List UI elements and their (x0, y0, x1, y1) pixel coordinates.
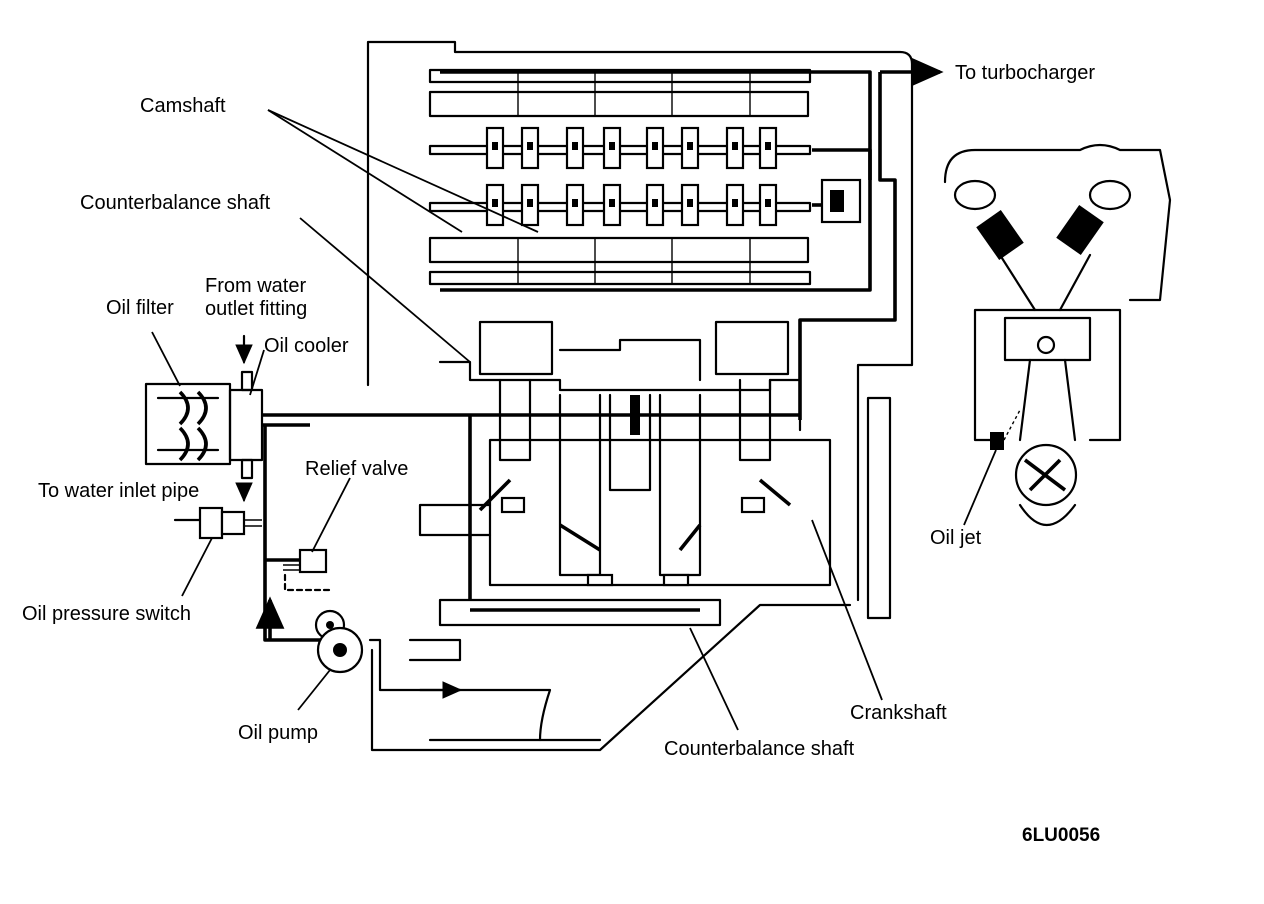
label-camshaft: Camshaft (140, 95, 226, 117)
label-oil-pressure-switch: Oil pressure switch (22, 603, 191, 625)
label-from-water-line1: From water (205, 275, 307, 297)
label-to-turbocharger: To turbocharger (955, 62, 1096, 84)
label-to-water-inlet-pipe: To water inlet pipe (38, 480, 200, 502)
crankshaft-assembly (408, 320, 832, 662)
leader-lines (151, 109, 997, 731)
label-counterbalance-shaft-top: Counterbalance shaft (80, 192, 271, 214)
figure-code: 6LU0056 (1022, 825, 1101, 846)
camshaft-assembly (428, 68, 872, 292)
label-oil-pump: Oil pump (238, 722, 319, 744)
oil-pump (314, 609, 364, 674)
label-oil-jet: Oil jet (930, 527, 982, 549)
cylinder-head (366, 40, 914, 620)
oil-filter-cooler (144, 334, 264, 503)
label-from-water-line2: outlet fitting (205, 298, 308, 320)
label-oil-cooler: Oil cooler (264, 335, 349, 357)
relief-valve (283, 548, 332, 592)
label-oil-filter: Oil filter (106, 297, 174, 319)
oil-pressure-switch (173, 506, 262, 540)
label-crankshaft: Crankshaft (850, 702, 947, 724)
label-relief-valve: Relief valve (305, 458, 409, 480)
piston-detail (943, 143, 1172, 527)
label-counterbalance-shaft-bottom: Counterbalance shaft (664, 738, 855, 760)
